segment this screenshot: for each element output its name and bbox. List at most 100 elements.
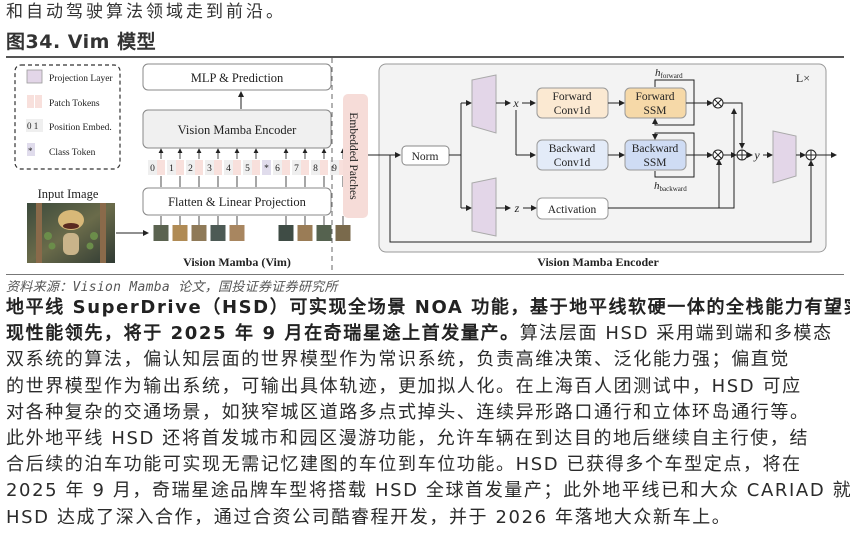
intro-line: 和自动驾驶算法领域走到前沿。: [6, 2, 286, 22]
paragraph-line: 此外地平线 HSD 还将首发城市和园区漫游功能，允许车辆在到达目的地后继续自主行…: [6, 427, 809, 451]
token-label: 2: [188, 164, 193, 174]
position-token: 2: [186, 160, 195, 175]
embedded-patches-box: [343, 94, 368, 218]
paragraph-line: 地平线 SuperDrive（HSD）可实现全场景 NOA 功能，基于地平线软硬…: [6, 296, 850, 320]
token-label: 0: [150, 164, 155, 174]
norm-label: Norm: [412, 151, 439, 163]
paragraph-line: 合后续的泊车功能可实现无需记忆建图的车位到车位功能。HSD 已获得多个车型定点，…: [6, 453, 802, 477]
position-token: 4: [224, 160, 233, 175]
position-token: 8: [311, 160, 320, 175]
projection-layer-swatch: [26, 69, 43, 84]
patch-row: [153, 216, 351, 241]
projection-out: [772, 130, 797, 184]
backward-ssm-line2: SSM: [643, 157, 666, 169]
legend-projection-label: Projection Layer: [49, 74, 113, 84]
position-token: 6: [273, 160, 282, 175]
token-label: 8: [313, 164, 318, 174]
token-label: 4: [226, 164, 231, 174]
body-text: 的世界模型作为输出系统，可输出具体轨迹，更加拟人化。在上海百人团测试中，HSD …: [6, 375, 802, 397]
figure-source: 资料来源：Vision Mamba 论文，国投证券证券研究所: [6, 280, 338, 295]
input-image-label: Input Image: [38, 187, 99, 201]
mlp-prediction-label: MLP & Prediction: [191, 71, 284, 85]
body-text: 此外地平线 HSD 还将首发城市和园区漫游功能，允许车辆在到达目的地后继续自主行…: [6, 428, 810, 449]
vim-caption: Vision Mamba (Vim): [183, 255, 291, 269]
patch-token: [157, 160, 165, 175]
image-patch: [335, 225, 351, 241]
bold-text: 地平线 SuperDrive（HSD）可实现全场景 NOA 功能，基于地平线软硬…: [6, 297, 850, 318]
patch-token: [214, 160, 222, 175]
patch-token: [320, 160, 328, 175]
patch-token: [301, 160, 309, 175]
image-patch: [229, 225, 245, 241]
legend-position-glyph: 0 1: [27, 121, 38, 131]
forward-ssm-line2: SSM: [643, 105, 666, 117]
legend: Projection Layer Patch Tokens 0 1 Positi…: [14, 64, 121, 170]
body-text: 算法层面 HSD 采用端到端和多模态: [519, 323, 833, 345]
patch-token: [282, 160, 290, 175]
token-label: 3: [207, 164, 212, 174]
image-patch: [316, 225, 332, 241]
backward-conv-line2: Conv1d: [554, 157, 591, 169]
h-forward-label: hforward: [655, 67, 683, 80]
paragraph-line: 现性能领先，将于 2025 年 9 月在奇瑞星途上首发量产。算法层面 HSD 采…: [6, 322, 833, 346]
paragraph-line: HSD 达成了深入合作，通过合资公司酷睿程开发，并于 2026 年落地大众新车上…: [6, 506, 731, 530]
legend-patch-label: Patch Tokens: [49, 99, 100, 109]
encoder-detail-panel: L× Embedded Patches Norm x z Forward Con…: [343, 63, 837, 269]
forward-conv-line2: Conv1d: [554, 105, 591, 117]
position-token: 3: [205, 160, 214, 175]
position-token: 9: [330, 160, 339, 175]
input-image: [27, 203, 115, 263]
patch-token: [252, 160, 260, 175]
forward-conv-line1: Forward: [553, 91, 592, 103]
image-patch: [210, 225, 226, 241]
y-label: y: [753, 148, 760, 162]
token-label: 7: [294, 164, 299, 174]
vim-left-panel: MLP & Prediction Vision Mamba Encoder 0 1…: [27, 63, 351, 269]
token-label: *: [264, 164, 269, 174]
position-token: 1: [167, 160, 176, 175]
patch-token-swatch: [35, 95, 42, 108]
token-label: 1: [169, 164, 174, 174]
token-label: 6: [275, 164, 280, 174]
encoder-caption: Vision Mamba Encoder: [537, 255, 659, 269]
backward-conv-line1: Backward: [549, 143, 596, 155]
token-label: 9: [332, 164, 337, 174]
body-text: 2025 年 9 月，奇瑞星途品牌车型将搭载 HSD 全球首发量产；此外地平线已…: [6, 480, 850, 502]
forward-ssm-line1: Forward: [636, 91, 675, 103]
projection-z: [471, 177, 497, 237]
paragraph-line: 的世界模型作为输出系统，可输出具体轨迹，更加拟人化。在上海百人团测试中，HSD …: [6, 375, 802, 399]
paragraph-line: 双系统的算法，偏认知层面的世界模型作为常识系统，负责高维决策、泛化能力强；偏直觉: [6, 348, 790, 372]
token-label: 5: [245, 164, 250, 174]
activation-label: Activation: [548, 204, 597, 216]
repeat-label: L×: [796, 71, 810, 85]
projection-x: [471, 74, 497, 134]
image-patch: [191, 225, 207, 241]
image-patch: [172, 225, 188, 241]
body-text: HSD 达成了深入合作，通过合资公司酷睿程开发，并于 2026 年落地大众新车上…: [6, 506, 732, 528]
class-token: *: [262, 160, 271, 175]
patch-token: [176, 160, 184, 175]
body-text: 合后续的泊车功能可实现无需记忆建图的车位到车位功能。HSD 已获得多个车型定点，…: [6, 454, 802, 476]
patch-token: [195, 160, 203, 175]
legend-position-label: Position Embed.: [49, 123, 112, 133]
patch-token: [233, 160, 241, 175]
image-patch: [278, 225, 294, 241]
image-patch: [153, 225, 169, 241]
token-row: 0 1 2 3 4 5 * 6 7 8 9: [148, 148, 347, 187]
bold-text: 现性能领先，将于 2025 年 9 月在奇瑞星途上首发量产。: [6, 323, 520, 345]
figure-title: 图34. Vim 模型: [6, 31, 157, 53]
backward-ssm-line1: Backward: [632, 143, 679, 155]
z-label: z: [514, 201, 520, 215]
body-text: 双系统的算法，偏认知层面的世界模型作为常识系统，负责高维决策、泛化能力强；偏直觉: [6, 349, 790, 371]
embedded-patches-label: Embedded Patches: [347, 112, 359, 200]
position-token: 7: [292, 160, 301, 175]
legend-class-label: Class Token: [49, 148, 96, 158]
position-token: 0: [148, 160, 157, 175]
legend-class-glyph: *: [28, 146, 33, 156]
h-backward-label: hbackward: [654, 180, 687, 193]
position-token: 5: [243, 160, 252, 175]
paragraph-line: 2025 年 9 月，奇瑞星途品牌车型将搭载 HSD 全球首发量产；此外地平线已…: [6, 479, 850, 503]
image-patch: [297, 225, 313, 241]
encoder-label: Vision Mamba Encoder: [178, 123, 298, 137]
x-label: x: [512, 96, 519, 110]
